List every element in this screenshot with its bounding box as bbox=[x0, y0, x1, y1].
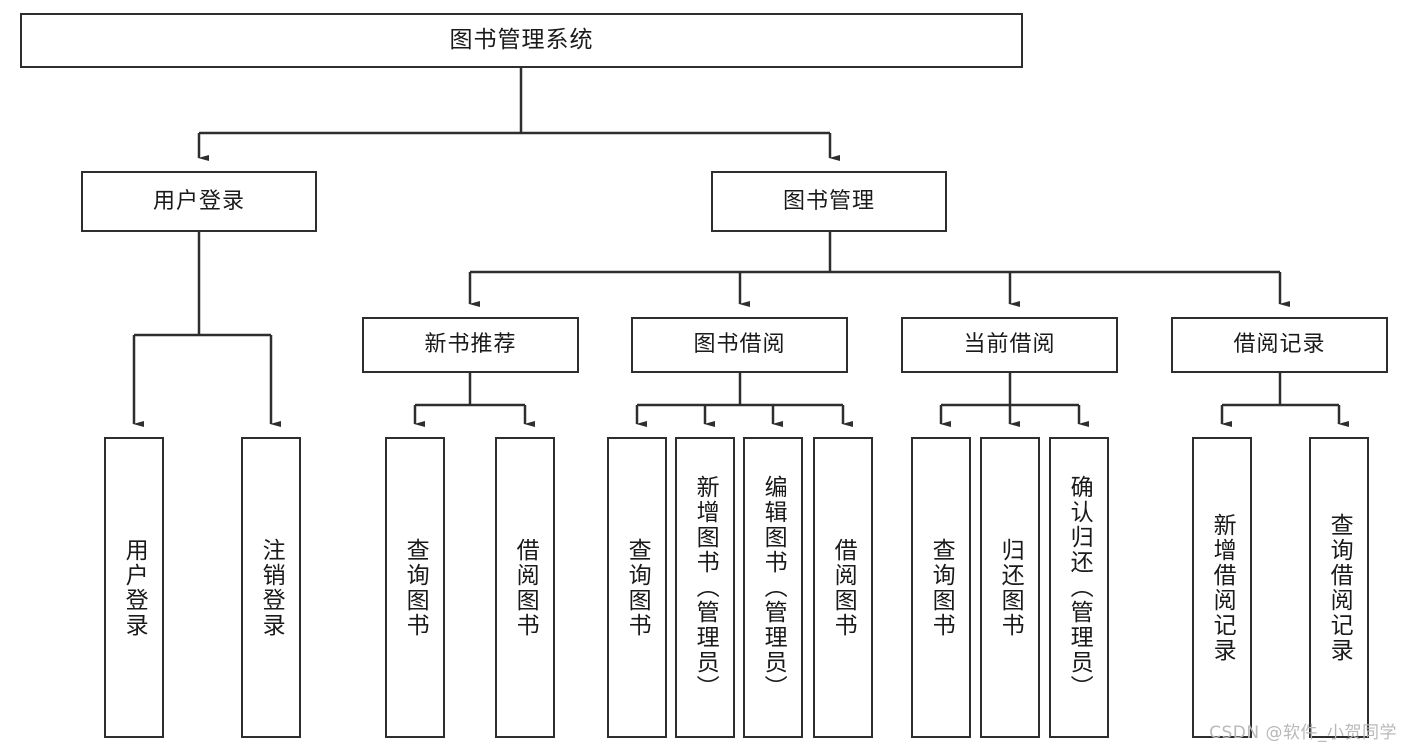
watermark-text: CSDN @软件_小贺同学 bbox=[1209, 723, 1397, 743]
node-user-login[interactable]: 用户登录 bbox=[81, 171, 317, 232]
node-label: 新书推荐 bbox=[424, 332, 517, 358]
leaf-current-confirm-return-admin[interactable]: 确认归还（管理员） bbox=[1049, 437, 1109, 738]
leaf-user-login-signin[interactable]: 用户登录 bbox=[104, 437, 164, 738]
node-label: 借阅图书 bbox=[512, 537, 539, 638]
leaf-user-login-signout[interactable]: 注销登录 bbox=[241, 437, 301, 738]
leaf-current-return-book[interactable]: 归还图书 bbox=[980, 437, 1040, 738]
node-label: 借阅记录 bbox=[1233, 332, 1326, 358]
node-label: 用户登录 bbox=[121, 537, 148, 638]
leaf-borrow-add-book-admin[interactable]: 新增图书（管理员） bbox=[675, 437, 735, 738]
node-book-management[interactable]: 图书管理 bbox=[711, 171, 947, 232]
node-label: 图书管理系统 bbox=[449, 27, 594, 54]
node-book-borrow[interactable]: 图书借阅 bbox=[631, 317, 848, 373]
leaf-current-query-book[interactable]: 查询图书 bbox=[911, 437, 971, 738]
leaf-recommend-borrow-book[interactable]: 借阅图书 bbox=[495, 437, 555, 738]
leaf-record-query-record[interactable]: 查询借阅记录 bbox=[1309, 437, 1369, 738]
node-current-borrow[interactable]: 当前借阅 bbox=[901, 317, 1118, 373]
node-label: 当前借阅 bbox=[963, 332, 1056, 358]
node-label: 编辑图书（管理员） bbox=[760, 475, 787, 700]
node-label: 新增借阅记录 bbox=[1209, 512, 1236, 663]
node-label: 图书管理 bbox=[782, 188, 875, 214]
node-label: 查询图书 bbox=[624, 537, 651, 638]
node-label: 用户登录 bbox=[152, 188, 245, 214]
node-label: 查询借阅记录 bbox=[1326, 512, 1353, 663]
node-label: 借阅图书 bbox=[830, 537, 857, 638]
leaf-borrow-edit-book-admin[interactable]: 编辑图书（管理员） bbox=[743, 437, 803, 738]
node-borrow-record[interactable]: 借阅记录 bbox=[1171, 317, 1388, 373]
leaf-borrow-borrow-book[interactable]: 借阅图书 bbox=[813, 437, 873, 738]
node-label: 查询图书 bbox=[402, 537, 429, 638]
leaf-record-add-record[interactable]: 新增借阅记录 bbox=[1192, 437, 1252, 738]
node-new-book-recommend[interactable]: 新书推荐 bbox=[362, 317, 579, 373]
leaf-recommend-query-book[interactable]: 查询图书 bbox=[385, 437, 445, 738]
node-label: 确认归还（管理员） bbox=[1066, 475, 1093, 700]
node-label: 归还图书 bbox=[997, 537, 1024, 638]
node-label: 新增图书（管理员） bbox=[692, 475, 719, 700]
node-label: 图书借阅 bbox=[693, 332, 786, 358]
node-label: 注销登录 bbox=[258, 537, 285, 638]
node-root-system[interactable]: 图书管理系统 bbox=[20, 13, 1023, 68]
node-label: 查询图书 bbox=[928, 537, 955, 638]
leaf-borrow-query-book[interactable]: 查询图书 bbox=[607, 437, 667, 738]
